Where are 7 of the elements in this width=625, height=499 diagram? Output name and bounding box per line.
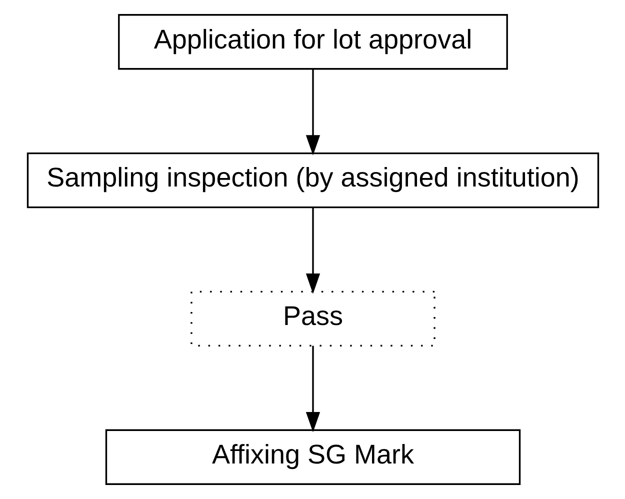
node-box: Pass (190, 290, 435, 347)
arrow (305, 207, 320, 294)
node-box: Affixing SG Mark (104, 429, 520, 485)
arrow (305, 346, 320, 432)
arrow (305, 68, 320, 156)
node-box: Sampling inspection (by assigned institution) (26, 152, 599, 208)
node-box: Application for lot approval (118, 14, 508, 70)
